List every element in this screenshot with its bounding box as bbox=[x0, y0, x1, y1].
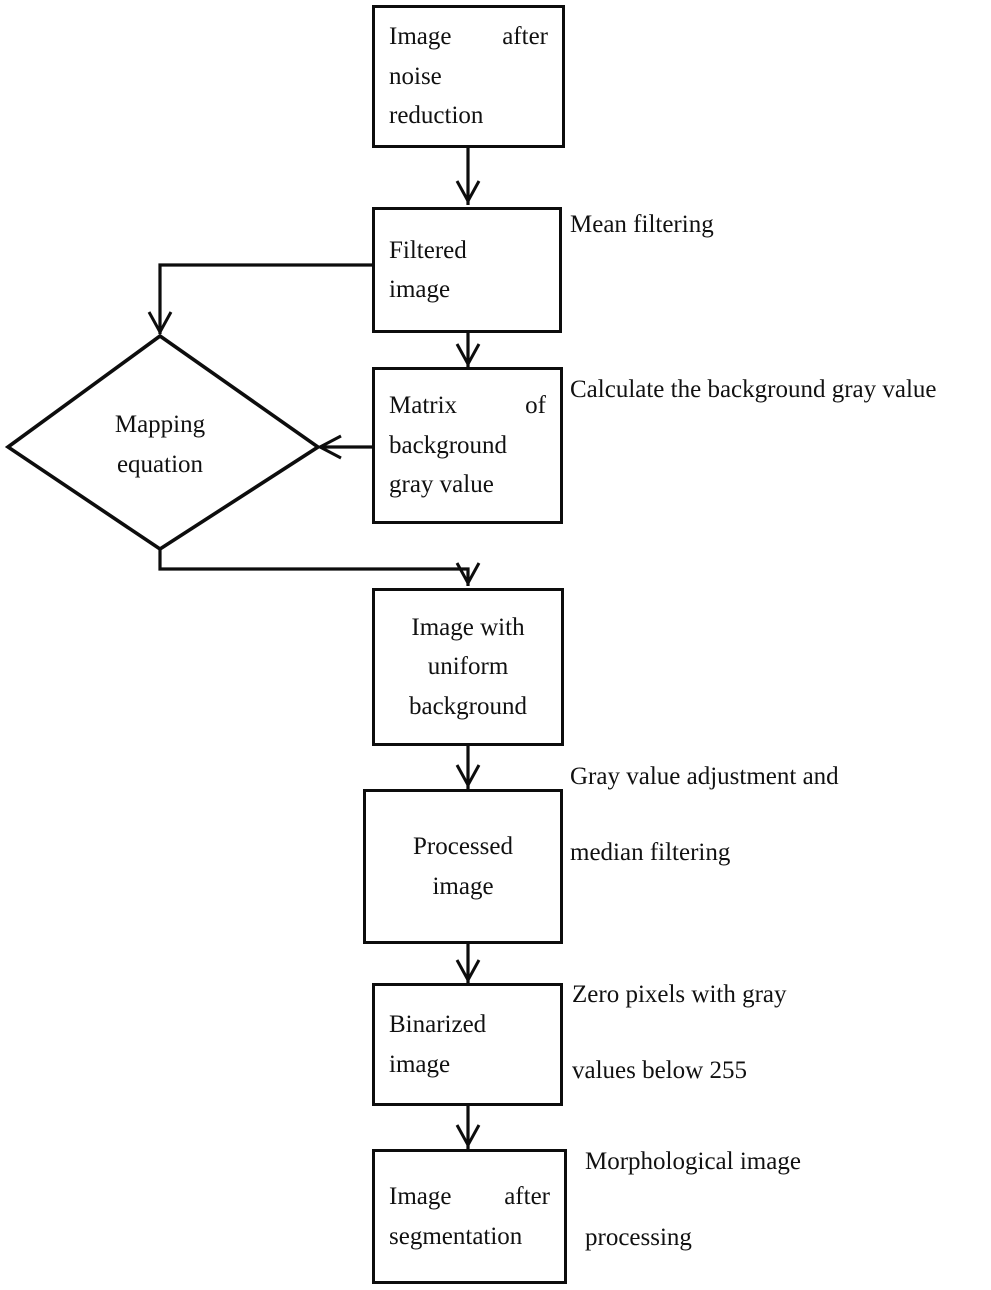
edge-label-zero-pixels: Zero pixels with gray values below 255 bbox=[572, 938, 902, 1128]
arrowhead-binarized-to-segmented bbox=[455, 1124, 481, 1149]
arrowhead-processed-to-binarized bbox=[455, 959, 481, 984]
node-line: reduction bbox=[389, 102, 484, 130]
edge-label-mean-filtering: Mean filtering bbox=[570, 168, 920, 282]
node-line: Matrix of bbox=[389, 392, 546, 420]
node-image-after-segmentation[interactable]: Image after segmentation bbox=[372, 1149, 567, 1284]
node-image-after-noise-reduction[interactable]: Image after noise reduction bbox=[372, 5, 565, 148]
node-line: Filtered bbox=[389, 236, 467, 264]
arrowhead-filtered-to-matrix bbox=[455, 343, 481, 368]
node-line: background bbox=[408, 692, 528, 720]
node-line: gray value bbox=[389, 471, 494, 499]
node-binarized-image[interactable]: Binarized image bbox=[372, 983, 563, 1106]
label-line: Mean filtering bbox=[570, 211, 714, 238]
edge-mapping-to-uniform bbox=[158, 549, 470, 586]
node-line: Image after bbox=[389, 23, 548, 51]
node-line: background bbox=[389, 431, 508, 459]
arrowhead-matrix-to-mapping bbox=[316, 434, 342, 460]
node-line: equation bbox=[116, 451, 204, 478]
node-matrix-of-background-gray-value[interactable]: Matrix of background gray value bbox=[372, 367, 563, 524]
node-line: Image after bbox=[389, 1183, 550, 1210]
label-line: Calculate the background gray value bbox=[570, 376, 937, 403]
node-line: Binarized bbox=[389, 1011, 487, 1038]
edge-label-gray-value-adjustment: Gray value adjustment and median filteri… bbox=[570, 720, 915, 910]
node-line: image bbox=[389, 276, 451, 303]
node-line: Mapping bbox=[114, 411, 206, 438]
arrowhead-noise-to-filtered bbox=[455, 180, 481, 205]
edge-label-calculate-background-gray-value: Calculate the background gray value bbox=[570, 333, 991, 447]
node-image-with-uniform-background[interactable]: Image with uniform background bbox=[372, 588, 564, 746]
node-line: image bbox=[432, 872, 494, 900]
node-filtered-image[interactable]: Filtered image bbox=[372, 207, 562, 333]
label-line: values below 255 bbox=[572, 1057, 747, 1084]
node-line: segmentation bbox=[389, 1222, 523, 1250]
label-line: median filtering bbox=[570, 839, 731, 866]
node-mapping-equation[interactable]: Mapping equation bbox=[50, 405, 270, 485]
node-line: Processed bbox=[413, 833, 513, 860]
arrowhead-uniform-to-processed bbox=[455, 764, 481, 789]
node-line: uniform bbox=[427, 653, 509, 681]
arrowhead-filtered-to-mapping bbox=[147, 311, 173, 336]
node-line: Image with bbox=[411, 613, 525, 641]
edge-label-morphological-image-processing: Morphological image processing bbox=[585, 1105, 920, 1290]
node-line: noise bbox=[389, 62, 442, 90]
label-line: Gray value adjustment and bbox=[570, 763, 839, 790]
node-line: image bbox=[389, 1050, 451, 1078]
label-line: Zero pixels with gray bbox=[572, 981, 787, 1008]
label-line: processing bbox=[585, 1224, 692, 1251]
arrowhead-mapping-to-uniform bbox=[455, 562, 481, 587]
edge-filtered-to-mapping bbox=[158, 263, 372, 334]
label-line: Morphological image bbox=[585, 1148, 801, 1175]
node-processed-image[interactable]: Processed image bbox=[363, 789, 563, 944]
